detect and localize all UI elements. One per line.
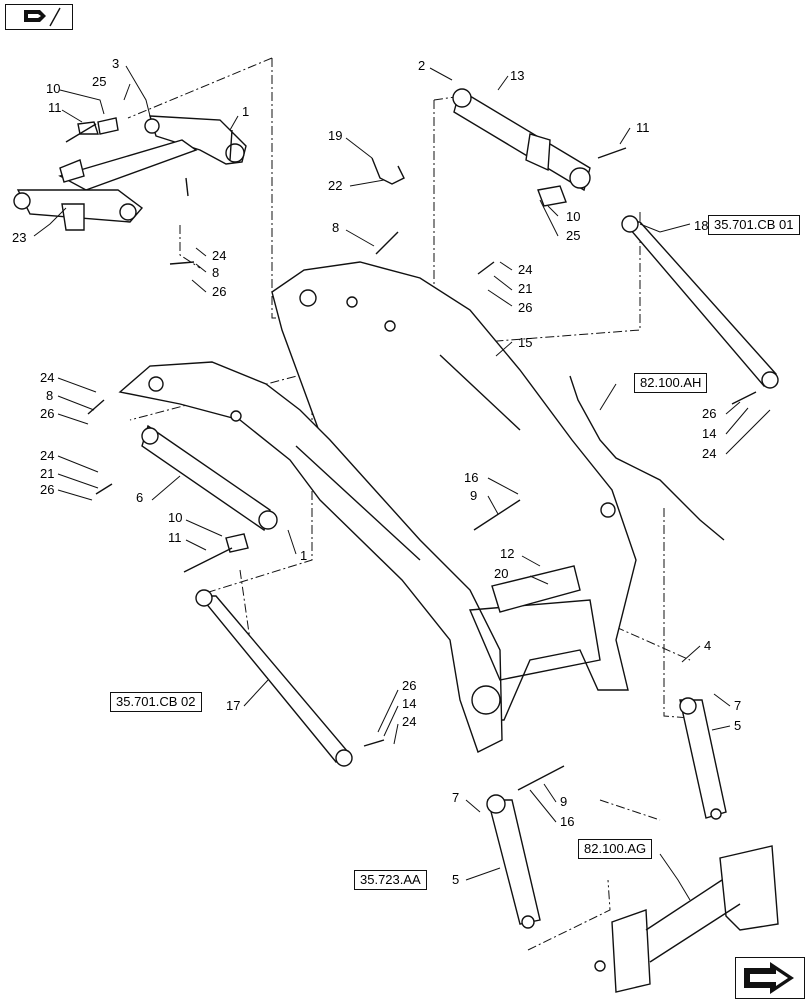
reference-link-82-100-ah[interactable]: 82.100.AH xyxy=(634,373,708,393)
support-cylinder-left xyxy=(486,794,541,929)
callout-label: 2 xyxy=(418,58,425,73)
callout-label: 5 xyxy=(452,872,459,887)
base-frame xyxy=(594,845,779,993)
callout-label: 13 xyxy=(510,68,524,83)
callout-label: 23 xyxy=(12,230,26,245)
callout-label: 12 xyxy=(500,546,514,561)
callout-label: 8 xyxy=(212,265,219,280)
callout-label: 10 xyxy=(566,209,580,224)
callout-label: 7 xyxy=(452,790,459,805)
callout-label: 22 xyxy=(328,178,342,193)
callout-label: 6 xyxy=(136,490,143,505)
retaining-pin xyxy=(371,157,405,185)
callout-label: 4 xyxy=(704,638,711,653)
callout-label: 11 xyxy=(168,530,182,545)
callout-label: 8 xyxy=(46,388,53,403)
callout-label: 26 xyxy=(518,300,532,315)
callout-label: 14 xyxy=(702,426,716,441)
callout-label: 24 xyxy=(40,370,54,385)
callout-label: 26 xyxy=(402,678,416,693)
callout-label: 7 xyxy=(734,698,741,713)
callout-label: 9 xyxy=(470,488,477,503)
lower-link xyxy=(141,424,278,553)
callout-label: 18 xyxy=(694,218,708,233)
callout-label: 24 xyxy=(402,714,416,729)
callout-label: 3 xyxy=(112,56,119,71)
callout-label: 25 xyxy=(566,228,580,243)
callout-label: 21 xyxy=(518,281,532,296)
callout-label: 8 xyxy=(332,220,339,235)
callout-label: 21 xyxy=(40,466,54,481)
callout-label: 25 xyxy=(92,74,106,89)
hydraulic-line xyxy=(569,375,725,541)
callout-label: 17 xyxy=(226,698,240,713)
callout-label: 26 xyxy=(40,406,54,421)
leader-lines xyxy=(33,65,771,901)
callout-label: 1 xyxy=(300,548,307,563)
book-arrow-button[interactable] xyxy=(5,4,73,30)
callout-label: 16 xyxy=(464,470,478,485)
callout-label: 26 xyxy=(40,482,54,497)
callout-label: 14 xyxy=(402,696,416,711)
callout-label: 10 xyxy=(46,81,60,96)
callout-label: 9 xyxy=(560,794,567,809)
callout-label: 24 xyxy=(212,248,226,263)
callout-numbers: 3 25 10 11 1 23 24 8 26 2 13 11 10 25 19… xyxy=(12,56,741,887)
callout-label: 24 xyxy=(40,448,54,463)
lift-cylinder-17 xyxy=(195,589,353,767)
callout-label: 26 xyxy=(702,406,716,421)
callout-label: 11 xyxy=(48,100,62,115)
callout-label: 11 xyxy=(636,120,650,135)
main-boom-frame xyxy=(118,261,637,753)
callout-label: 15 xyxy=(518,335,532,350)
callout-label: 16 xyxy=(560,814,574,829)
lift-cylinder-18 xyxy=(621,215,779,389)
book-arrow-icon xyxy=(24,7,61,27)
callout-label: 20 xyxy=(494,566,508,581)
upper-link-assembly xyxy=(13,115,247,231)
callout-label: 5 xyxy=(734,718,741,733)
next-page-arrow-icon xyxy=(744,962,794,994)
reference-link-82-100-ag[interactable]: 82.100.AG xyxy=(578,839,653,859)
upper-right-link xyxy=(452,88,591,207)
fasteners xyxy=(65,123,757,791)
reference-link-35-701-cb-01[interactable]: 35.701.CB 01 xyxy=(708,215,800,235)
callout-label: 26 xyxy=(212,284,226,299)
callout-label: 19 xyxy=(328,128,342,143)
support-cylinder-right xyxy=(679,697,727,820)
reference-link-35-701-cb-02[interactable]: 35.701.CB 02 xyxy=(110,692,202,712)
callout-label: 10 xyxy=(168,510,182,525)
callout-label: 24 xyxy=(702,446,716,461)
callout-label: 1 xyxy=(242,104,249,119)
next-page-button[interactable] xyxy=(735,957,805,999)
reference-link-35-723-aa[interactable]: 35.723.AA xyxy=(354,870,427,890)
callout-label: 24 xyxy=(518,262,532,277)
